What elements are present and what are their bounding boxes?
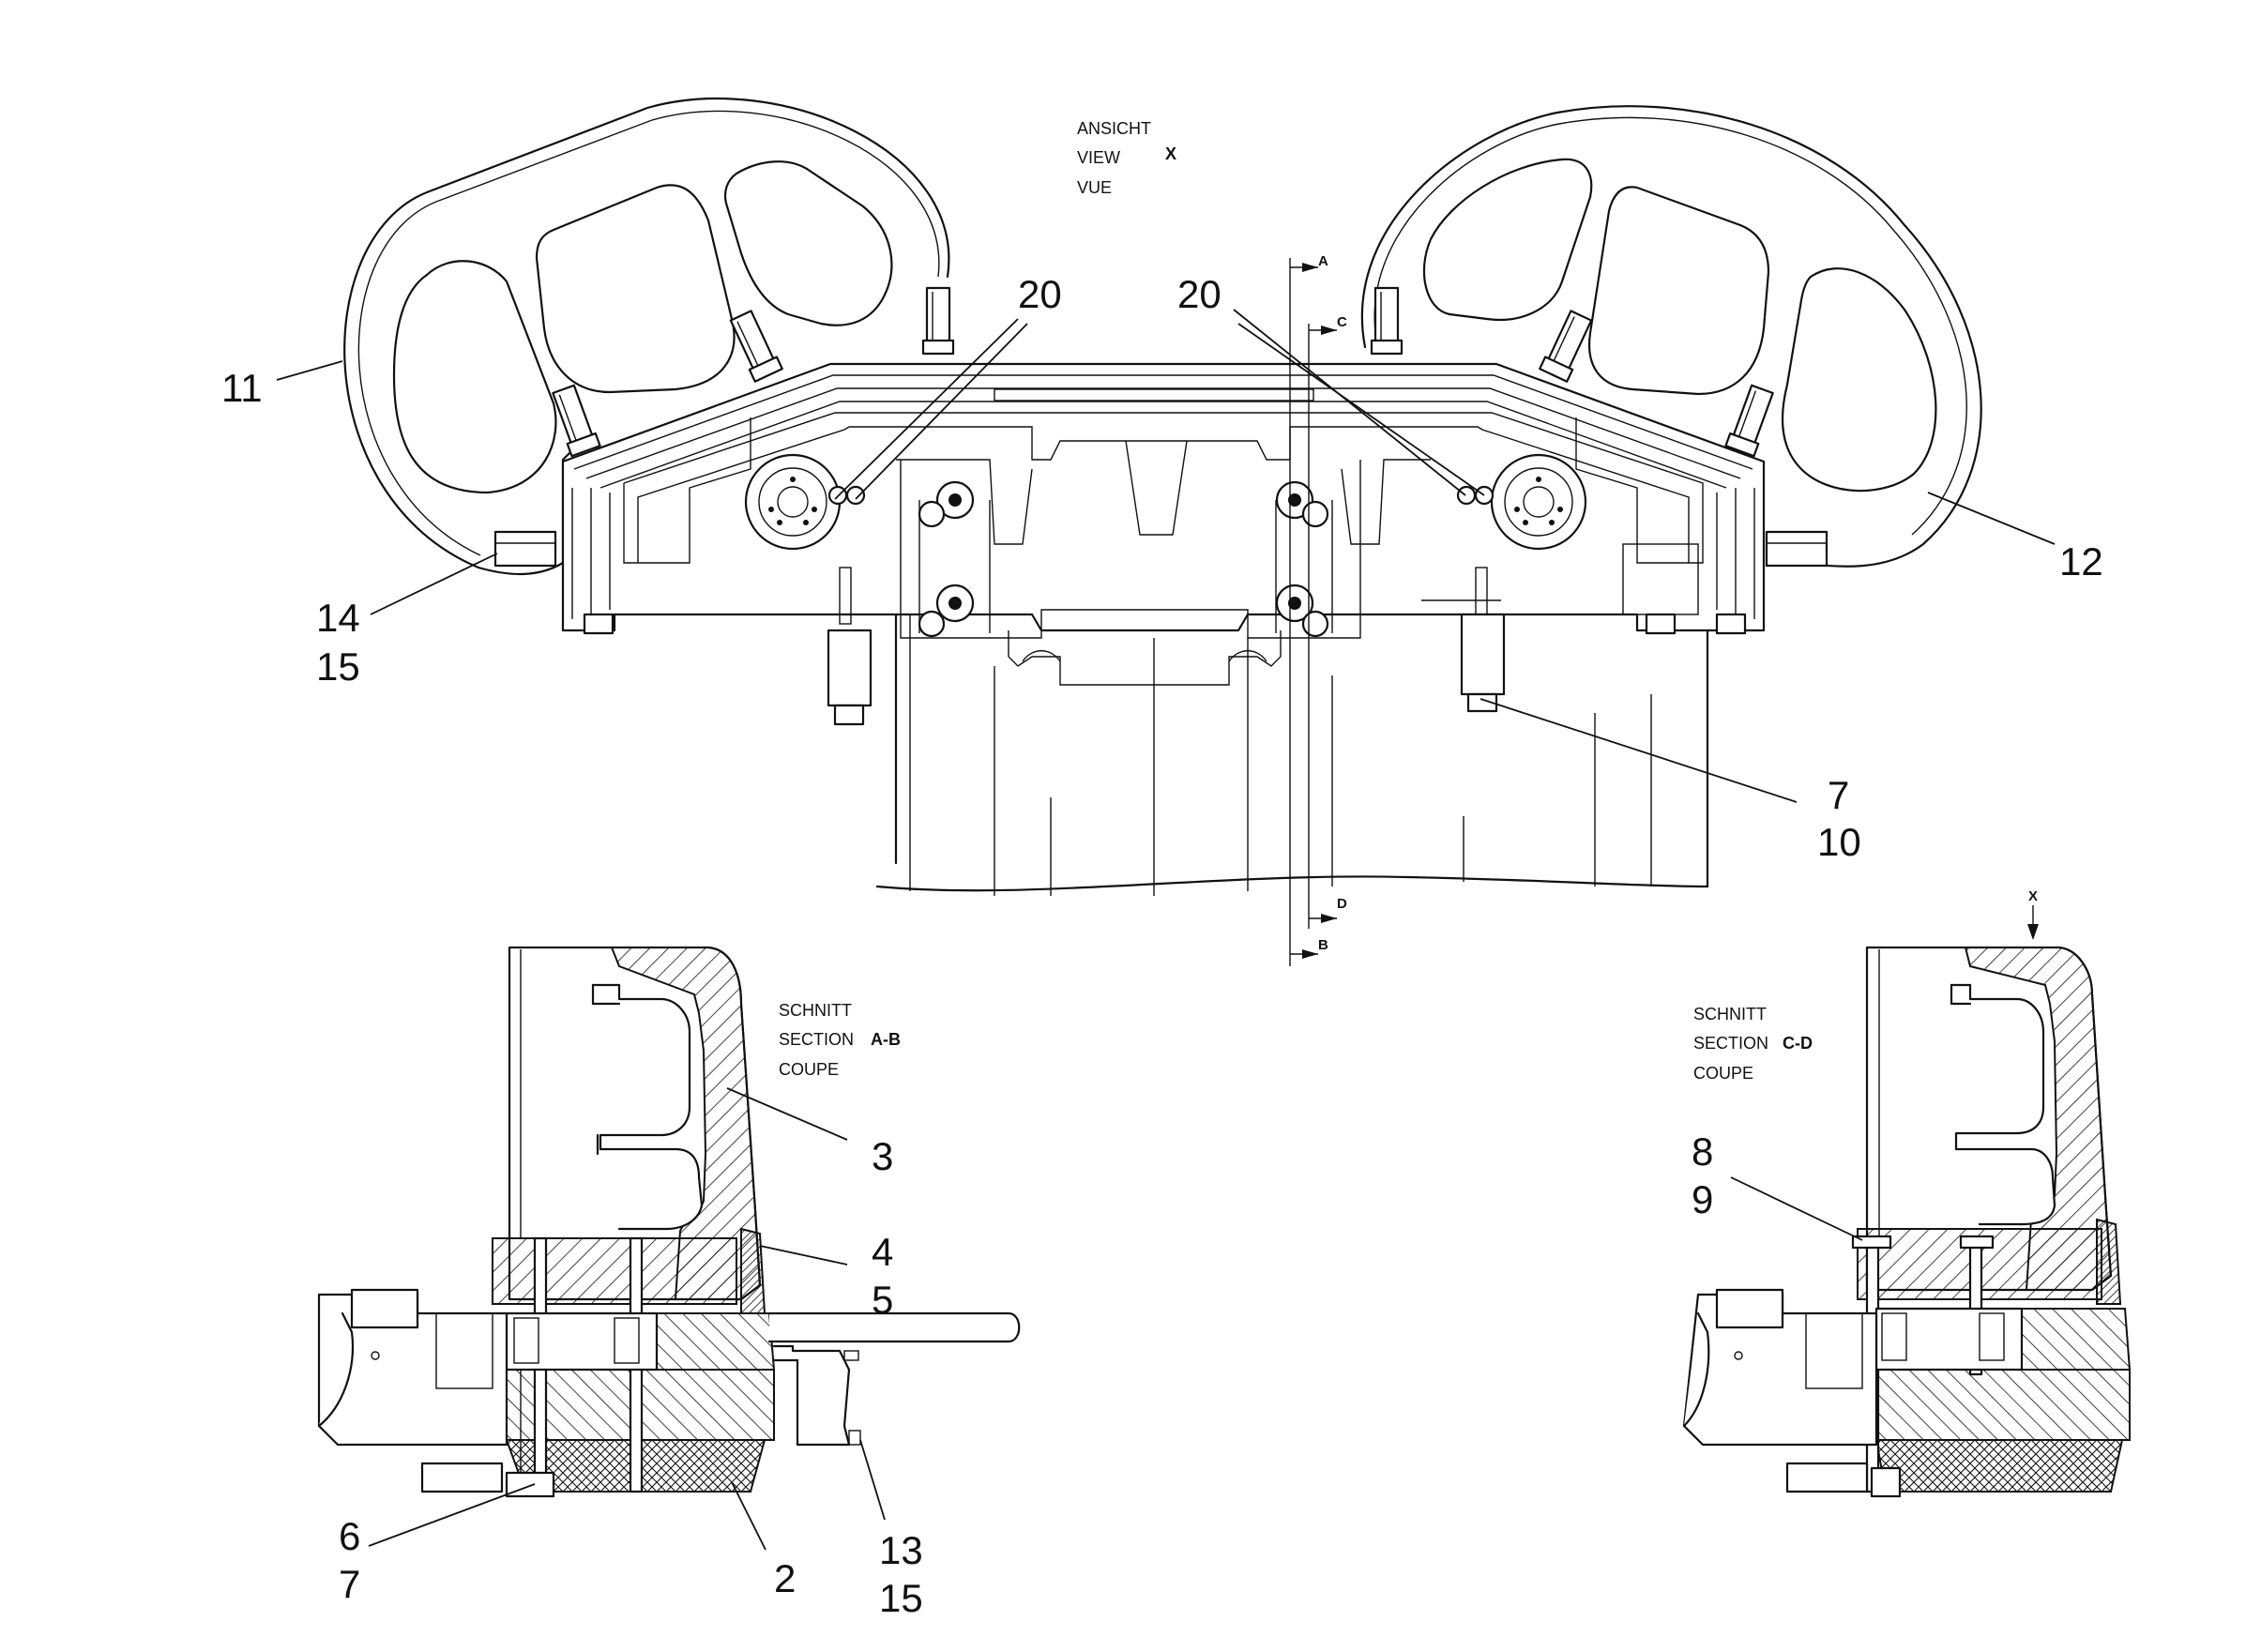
- callout-numbers: 11 12 20 20 14 15 7 10 3 4 5 6 7 2 13 15…: [221, 272, 2103, 1620]
- view-mark-x: X: [2028, 888, 2038, 904]
- callout-7-top: 7: [1828, 773, 1849, 817]
- leader-lines: [276, 309, 2056, 1551]
- callout-4: 4: [872, 1230, 893, 1274]
- tensioner-right: [1421, 567, 1506, 713]
- carrier-frame: [561, 362, 1766, 686]
- clamp-set: [493, 286, 1829, 568]
- view-x-arrow: X: [2027, 888, 2039, 940]
- callout-15-top: 15: [316, 644, 360, 689]
- callout-2: 2: [774, 1556, 796, 1600]
- tensioner-left: [827, 567, 873, 726]
- callout-15-bottom: 15: [879, 1576, 923, 1620]
- callout-12: 12: [2059, 539, 2103, 584]
- caption-marker: C-D: [1783, 1034, 1813, 1053]
- section-ab: SCHNITT SECTION COUPE A-B: [317, 946, 1021, 1498]
- bolt-pair-right: [1456, 485, 1495, 506]
- caption-marker: A-B: [871, 1030, 901, 1049]
- callout-14: 14: [316, 596, 360, 640]
- callout-3: 3: [872, 1134, 893, 1178]
- callout-10: 10: [1817, 820, 1861, 864]
- cover-plate-right: [1360, 105, 1982, 568]
- view-x: A B C D ANSICHT VIEW VUE X: [343, 97, 1982, 966]
- section-mark-a: A: [1318, 253, 1328, 269]
- callout-20-left: 20: [1018, 272, 1062, 316]
- caption-line-2: SECTION: [779, 1030, 854, 1049]
- section-cd-caption: SCHNITT SECTION COUPE C-D: [1693, 1005, 1813, 1083]
- caption-line-3: COUPE: [779, 1060, 839, 1079]
- section-mark-c: C: [1337, 314, 1347, 330]
- section-cd: X SCHNITT SECTION COUPE C-D: [1682, 888, 2132, 1498]
- caption-marker: X: [1165, 144, 1176, 163]
- section-mark-b: B: [1318, 937, 1328, 953]
- callout-11: 11: [221, 366, 263, 410]
- section-line-cd: C D: [1308, 314, 1347, 929]
- section-mark-d: D: [1337, 896, 1347, 912]
- callout-6: 6: [339, 1514, 360, 1558]
- caption-line-1: SCHNITT: [779, 1001, 852, 1020]
- view-x-caption: ANSICHT VIEW VUE X: [1077, 119, 1176, 197]
- callout-7-bottom: 7: [339, 1562, 360, 1606]
- caption-line-2: SECTION: [1693, 1034, 1768, 1053]
- cover-plate-left: [343, 97, 950, 575]
- caption-line-3: VUE: [1077, 178, 1112, 197]
- caption-line-2: VIEW: [1077, 148, 1120, 167]
- machine-body: [875, 613, 1709, 896]
- callout-9: 9: [1692, 1177, 1713, 1221]
- callout-20-right: 20: [1177, 272, 1222, 316]
- section-line-ab: A B: [1289, 253, 1328, 966]
- caption-line-1: ANSICHT: [1077, 119, 1151, 138]
- callout-13: 13: [879, 1528, 923, 1572]
- callout-5: 5: [872, 1278, 893, 1322]
- caption-line-3: COUPE: [1693, 1064, 1753, 1083]
- callout-8: 8: [1692, 1129, 1713, 1174]
- section-ab-caption: SCHNITT SECTION COUPE A-B: [779, 1001, 901, 1079]
- caption-line-1: SCHNITT: [1693, 1005, 1767, 1023]
